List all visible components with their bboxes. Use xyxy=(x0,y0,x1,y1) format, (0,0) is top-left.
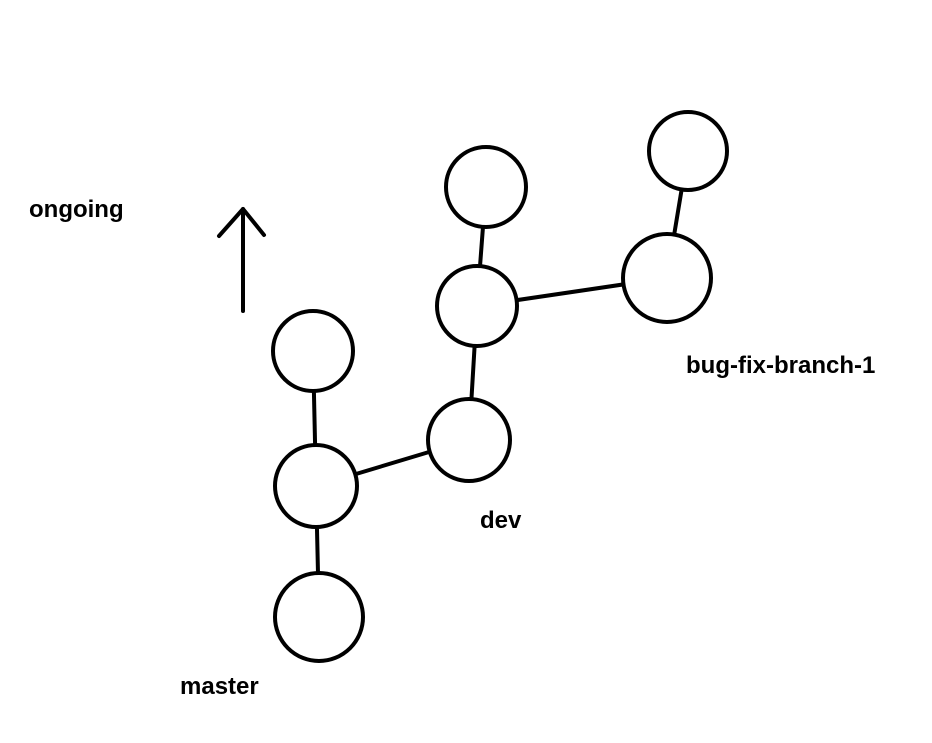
commit-node-master-1 xyxy=(273,571,365,663)
direction-label: ongoing xyxy=(29,196,124,223)
bugfix-commits xyxy=(621,110,729,324)
commit-node-dev-3 xyxy=(444,145,528,229)
branch-label-master: master xyxy=(180,673,259,700)
arrow-up-icon xyxy=(217,207,266,313)
dev-commits xyxy=(426,145,528,483)
branch-label-bugfix: bug-fix-branch-1 xyxy=(686,352,875,379)
master-commits xyxy=(271,309,365,663)
commit-node-dev-2 xyxy=(435,264,519,348)
commit-node-dev-1 xyxy=(426,397,512,483)
branch-label-dev: dev xyxy=(480,507,522,534)
commit-node-master-2 xyxy=(273,443,359,529)
commit-node-bugfix-2 xyxy=(647,110,729,192)
commit-node-master-3 xyxy=(271,309,355,393)
commit-node-bugfix-1 xyxy=(621,232,713,324)
